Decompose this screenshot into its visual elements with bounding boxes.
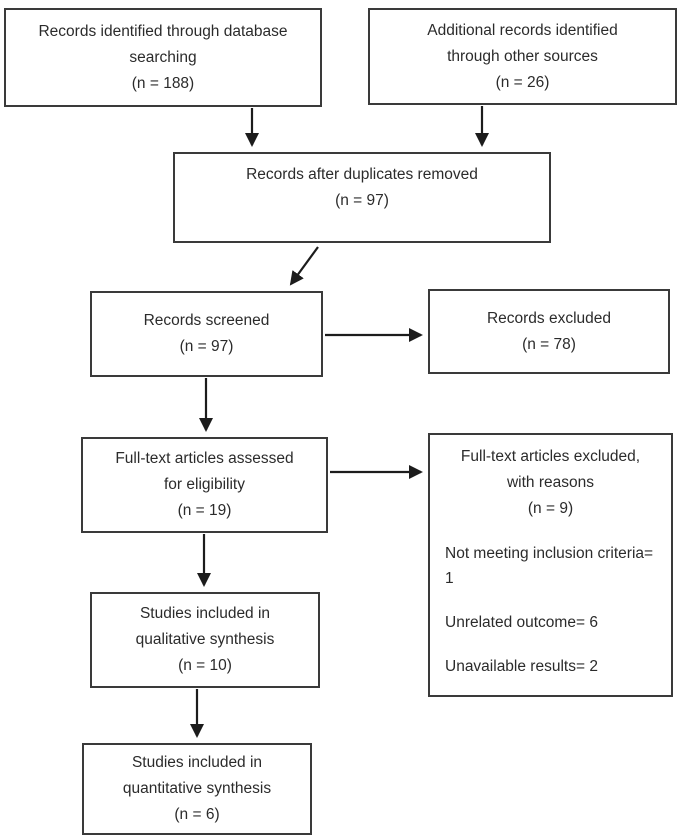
box-count: (n = 19) [177, 502, 232, 519]
exclusion-reason: Unavailable results= 2 [445, 658, 598, 675]
box-text-line: searching [129, 48, 197, 66]
box-fulltext-excluded: Full-text articles excluded, with reason… [428, 433, 673, 697]
box-count: (n = 97) [179, 338, 234, 355]
box-text-line: Records screened [143, 312, 270, 329]
box-text-line: Studies included in [131, 754, 263, 771]
box-count: (n = 78) [522, 335, 576, 353]
box-text-line: Records after duplicates removed [246, 166, 478, 183]
box-text-line: for eligibility [164, 476, 245, 493]
arrow-duplicates-to-screened [289, 246, 319, 286]
box-records-screened: Records screened (n = 97) [90, 291, 323, 377]
box-records-excluded: Records excluded (n = 78) [428, 289, 670, 374]
box-fulltext-assessed: Full-text articles assessed for eligibil… [81, 437, 328, 533]
box-count: (n = 10) [178, 657, 232, 674]
box-text-line: with reasons [506, 474, 594, 491]
box-count: (n = 97) [335, 192, 389, 209]
box-text-line: Records excluded [486, 309, 612, 327]
box-text-line: Additional records identified [427, 21, 618, 39]
box-quantitative-synthesis: Studies included in quantitative synthes… [82, 743, 312, 835]
exclusion-reason: Not meeting inclusion criteria= 1 [445, 545, 654, 587]
box-qualitative-synthesis: Studies included in qualitative synthesi… [90, 592, 320, 688]
box-count: (n = 6) [174, 806, 220, 823]
box-text-line: Records identified through database [38, 22, 288, 40]
exclusion-reason: Unrelated outcome= 6 [445, 614, 598, 631]
box-count: (n = 9) [527, 500, 574, 517]
box-count: (n = 26) [495, 73, 550, 91]
box-text-line: qualitative synthesis [135, 631, 275, 648]
box-count: (n = 188) [131, 74, 195, 92]
box-text-line: quantitative synthesis [122, 780, 272, 797]
box-text-line: Studies included in [139, 605, 271, 622]
box-additional-records: Additional records identified through ot… [368, 8, 677, 105]
box-text-line: Full-text articles assessed [115, 450, 294, 467]
box-records-identified-database: Records identified through database sear… [4, 8, 322, 107]
box-duplicates-removed: Records after duplicates removed (n = 97… [173, 152, 551, 243]
box-text-line: Full-text articles excluded, [460, 448, 641, 465]
box-text-line: through other sources [447, 47, 598, 65]
